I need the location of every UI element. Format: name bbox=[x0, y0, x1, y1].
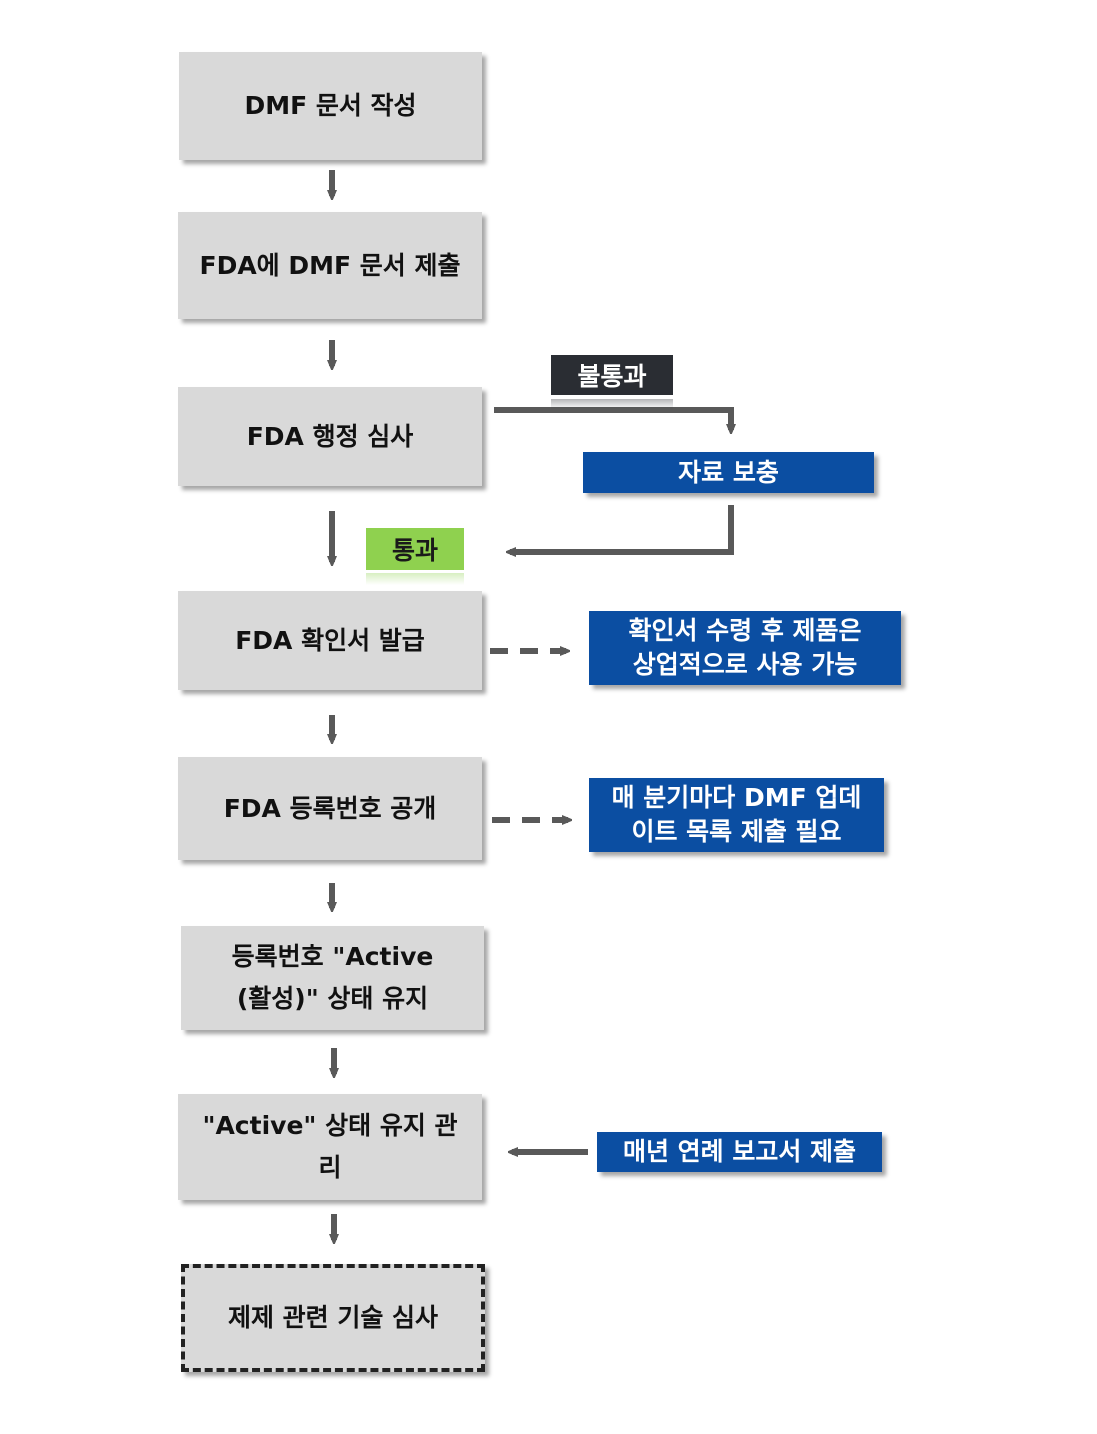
step-active-status: 등록번호 "Active (활성)" 상태 유지 bbox=[181, 926, 484, 1030]
fail-label-text: 불통과 bbox=[577, 362, 647, 391]
step-fda-registration-number: FDA 등록번호 공개 bbox=[178, 757, 482, 860]
step-fda-admin-review-label: FDA 행정 심사 bbox=[246, 421, 414, 451]
step-active-maintenance: "Active" 상태 유지 관 리 bbox=[178, 1094, 482, 1200]
note-supplement: 자료 보충 bbox=[583, 452, 874, 493]
pass-label-reflection bbox=[366, 573, 464, 585]
step-fda-confirmation-label: FDA 확인서 발급 bbox=[235, 625, 425, 655]
arrow-supplement-return bbox=[510, 505, 734, 552]
step-fda-confirmation: FDA 확인서 발급 bbox=[178, 591, 482, 690]
step-active-status-line1: 등록번호 "Active bbox=[231, 942, 434, 971]
step-dmf-writing: DMF 문서 작성 bbox=[179, 52, 482, 160]
step-fda-registration-number-label: FDA 등록번호 공개 bbox=[223, 793, 437, 823]
note-commercial-use-line2: 상업적으로 사용 가능 bbox=[632, 650, 858, 679]
note-quarterly-update: 매 분기마다 DMF 업데 이트 목록 제출 필요 bbox=[589, 778, 884, 852]
step-formulation-review: 제제 관련 기술 심사 bbox=[181, 1264, 485, 1372]
step-active-status-line2: (활성)" 상태 유지 bbox=[236, 984, 429, 1013]
fail-label: 불통과 bbox=[551, 355, 673, 395]
note-annual-report: 매년 연례 보고서 제출 bbox=[597, 1132, 882, 1172]
note-quarterly-update-line1: 매 분기마다 DMF 업데 bbox=[611, 783, 862, 812]
fail-label-reflection bbox=[551, 399, 673, 409]
note-commercial-use: 확인서 수령 후 제품은 상업적으로 사용 가능 bbox=[589, 611, 901, 685]
step-fda-admin-review: FDA 행정 심사 bbox=[178, 387, 482, 486]
pass-label-text: 통과 bbox=[391, 536, 438, 565]
arrow-fail-path bbox=[494, 407, 731, 430]
step-fda-submission: FDA에 DMF 문서 제출 bbox=[178, 212, 482, 319]
note-annual-report-text: 매년 연례 보고서 제출 bbox=[622, 1137, 857, 1166]
pass-label: 통과 bbox=[366, 528, 464, 570]
step-active-maintenance-line2: 리 bbox=[318, 1153, 342, 1182]
note-quarterly-update-line2: 이트 목록 제출 필요 bbox=[631, 817, 842, 846]
step-fda-submission-label: FDA에 DMF 문서 제출 bbox=[199, 250, 461, 280]
note-commercial-use-line1: 확인서 수령 후 제품은 bbox=[628, 616, 862, 645]
note-supplement-text: 자료 보충 bbox=[678, 457, 779, 487]
step-formulation-review-label: 제제 관련 기술 심사 bbox=[227, 1303, 439, 1332]
step-active-maintenance-line1: "Active" 상태 유지 관 bbox=[202, 1111, 458, 1140]
step-dmf-writing-label: DMF 문서 작성 bbox=[244, 91, 417, 120]
